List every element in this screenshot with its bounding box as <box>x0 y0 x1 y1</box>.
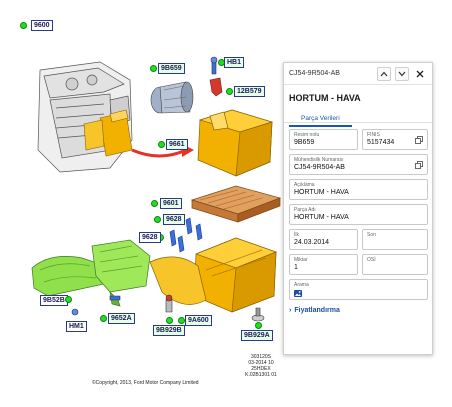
bracket-12b579 <box>209 77 223 97</box>
callout-9b659[interactable]: 9B659 <box>158 63 185 74</box>
callout-dot <box>178 317 185 324</box>
chevron-up-icon <box>380 71 388 76</box>
close-panel-button[interactable] <box>413 67 427 81</box>
callout-9b929a[interactable]: 9B929A <box>241 330 273 341</box>
field-label: OSİ <box>367 257 376 263</box>
pricing-label: Fiyatlandırma <box>294 307 340 314</box>
field-value: 1 <box>294 264 298 271</box>
airbox-lower-9a600 <box>149 237 277 313</box>
callout-dot <box>226 88 233 95</box>
panel-header: CJ54-9R504-AB <box>284 63 432 85</box>
field-label: Mühendislik Numarası <box>294 157 344 163</box>
field-quantity[interactable]: Miktar 1 <box>289 254 358 275</box>
callout-9600[interactable]: 9600 <box>31 20 53 31</box>
callout-9a600[interactable]: 9A600 <box>185 315 212 326</box>
callout-dot <box>255 322 262 329</box>
chevron-down-icon <box>398 71 406 76</box>
close-icon <box>416 70 424 77</box>
callout-dot <box>100 315 107 322</box>
copy-icon[interactable] <box>415 161 423 169</box>
sensor-hb1 <box>210 56 218 75</box>
callout-hb1[interactable]: HB1 <box>224 57 245 68</box>
callout-9628-lower[interactable]: 9628 <box>139 232 161 243</box>
field-value: 24.03.2014 <box>294 239 330 246</box>
field-first-date[interactable]: İlk 24.03.2014 <box>289 229 358 250</box>
field-finis[interactable]: FINIS 5157434 <box>362 129 428 150</box>
field-label: Parça Adı <box>294 207 316 213</box>
field-value: 9B659 <box>294 139 315 146</box>
field-last-date[interactable]: Son <box>362 229 428 250</box>
callout-9661[interactable]: 9661 <box>166 139 188 150</box>
field-label: Son <box>367 232 376 238</box>
part-detail-panel: CJ54-9R504-AB HORTUM - HAVA Parça Verile… <box>283 62 433 355</box>
engine-airbox-small <box>83 109 133 157</box>
image-icon[interactable] <box>294 290 302 297</box>
callout-12b579[interactable]: 12B579 <box>234 86 265 97</box>
callout-9628-upper[interactable]: 9628 <box>163 214 185 225</box>
callout-9652a[interactable]: 9652A <box>108 313 135 324</box>
callout-dot <box>154 216 161 223</box>
callout-dot <box>65 296 72 303</box>
field-value: 5157434 <box>367 139 395 146</box>
field-value: HORTUM - HAVA <box>294 189 349 196</box>
panel-tabs: Parça Verileri <box>284 107 432 127</box>
callout-9601[interactable]: 9601 <box>160 198 182 209</box>
illustration-reference: 303120S 03-2014 10 25HDEX K.02B1301 01 <box>245 354 277 378</box>
callout-dot <box>151 200 158 207</box>
pricing-section-toggle[interactable]: ›Fiyatlandırma <box>289 307 340 314</box>
tab-part-data[interactable]: Parça Verileri <box>289 111 352 127</box>
part-title: HORTUM - HAVA <box>289 93 361 103</box>
field-label: Miktar <box>294 257 308 263</box>
previous-part-button[interactable] <box>377 66 391 81</box>
callout-dot <box>150 65 157 72</box>
callout-9b929b[interactable]: 9B929B <box>153 325 185 336</box>
air-hose-9b659 <box>150 81 194 114</box>
field-part-name[interactable]: Parça Adı HORTUM - HAVA <box>289 204 428 225</box>
panel-part-code: CJ54-9R504-AB <box>289 70 340 77</box>
air-filter-9601 <box>190 185 282 223</box>
field-image-note[interactable]: Resim notu 9B659 <box>289 129 358 150</box>
copyright-notice: ©Copyright, 2013, Ford Motor Company Lim… <box>92 380 199 386</box>
field-value: HORTUM - HAVA <box>294 214 349 221</box>
field-description[interactable]: Açıklama HORTUM - HAVA <box>289 179 428 200</box>
engine-illustration <box>37 61 133 173</box>
clips-9628 <box>169 217 203 253</box>
intake-duct-9b52b <box>31 256 105 297</box>
callout-dot <box>166 317 173 324</box>
callout-hm1[interactable]: HM1 <box>66 321 87 332</box>
field-search[interactable]: Arama <box>289 279 428 300</box>
field-label: Arama <box>294 282 309 288</box>
next-part-button[interactable] <box>395 66 409 81</box>
callout-dot <box>158 141 165 148</box>
field-engineering-number[interactable]: Mühendislik Numarası CJ54-9R504-AB <box>289 154 428 175</box>
resonator-9652a <box>91 239 151 307</box>
field-label: Açıklama <box>294 182 315 188</box>
field-label: İlk <box>294 232 299 238</box>
field-osi[interactable]: OSİ <box>362 254 428 275</box>
copy-icon[interactable] <box>415 136 423 144</box>
small-parts <box>71 294 265 322</box>
field-value: CJ54-9R504-AB <box>294 164 345 171</box>
callout-9b52b[interactable]: 9B52B <box>40 295 68 306</box>
field-label: Resim notu <box>294 132 320 138</box>
callout-dot <box>20 22 27 29</box>
indicator-arrow <box>131 148 187 158</box>
field-label: FINIS <box>367 132 380 138</box>
chevron-right-icon: › <box>289 307 292 314</box>
part-fields: Resim notu 9B659 FINIS 5157434 Mühendisl… <box>284 123 432 314</box>
airbox-cover-9661 <box>197 109 274 177</box>
